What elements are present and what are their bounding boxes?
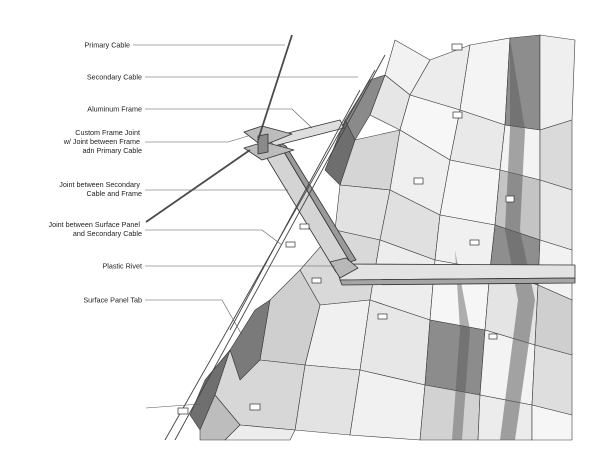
leader-lines: [133, 44, 358, 409]
surface-panels: [189, 34, 576, 441]
leader-surface-panel-tab: [145, 299, 243, 336]
label-secondary-cable: Secondary Cable: [87, 73, 142, 82]
aluminum-frame: [243, 119, 576, 286]
plastic-rivets: [177, 43, 515, 415]
label-custom-frame-joint: Custom Frame Joint w/ Joint between Fram…: [63, 128, 142, 155]
label-joint-secondary-frame: Joint between Secondary Cable and Frame: [59, 180, 142, 198]
label-surface-panel-tab: Surface Panel Tab: [83, 296, 142, 305]
leader-aluminum-frame: [145, 108, 313, 129]
secondary-cables: [164, 54, 386, 441]
leader-lower-left: [145, 403, 201, 409]
callout-labels: Primary Cable Secondary Cable Aluminum F…: [48, 41, 142, 305]
leader-custom-frame-joint: [145, 135, 249, 143]
primary-cable: [145, 34, 293, 223]
label-plastic-rivet: Plastic Rivet: [102, 262, 142, 271]
leader-joint-surface-panel: [145, 229, 283, 246]
label-aluminum-frame: Aluminum Frame: [87, 105, 142, 114]
label-joint-surface-panel: Joint between Surface Panel and Secondar…: [48, 220, 142, 238]
label-primary-cable: Primary Cable: [84, 41, 130, 50]
